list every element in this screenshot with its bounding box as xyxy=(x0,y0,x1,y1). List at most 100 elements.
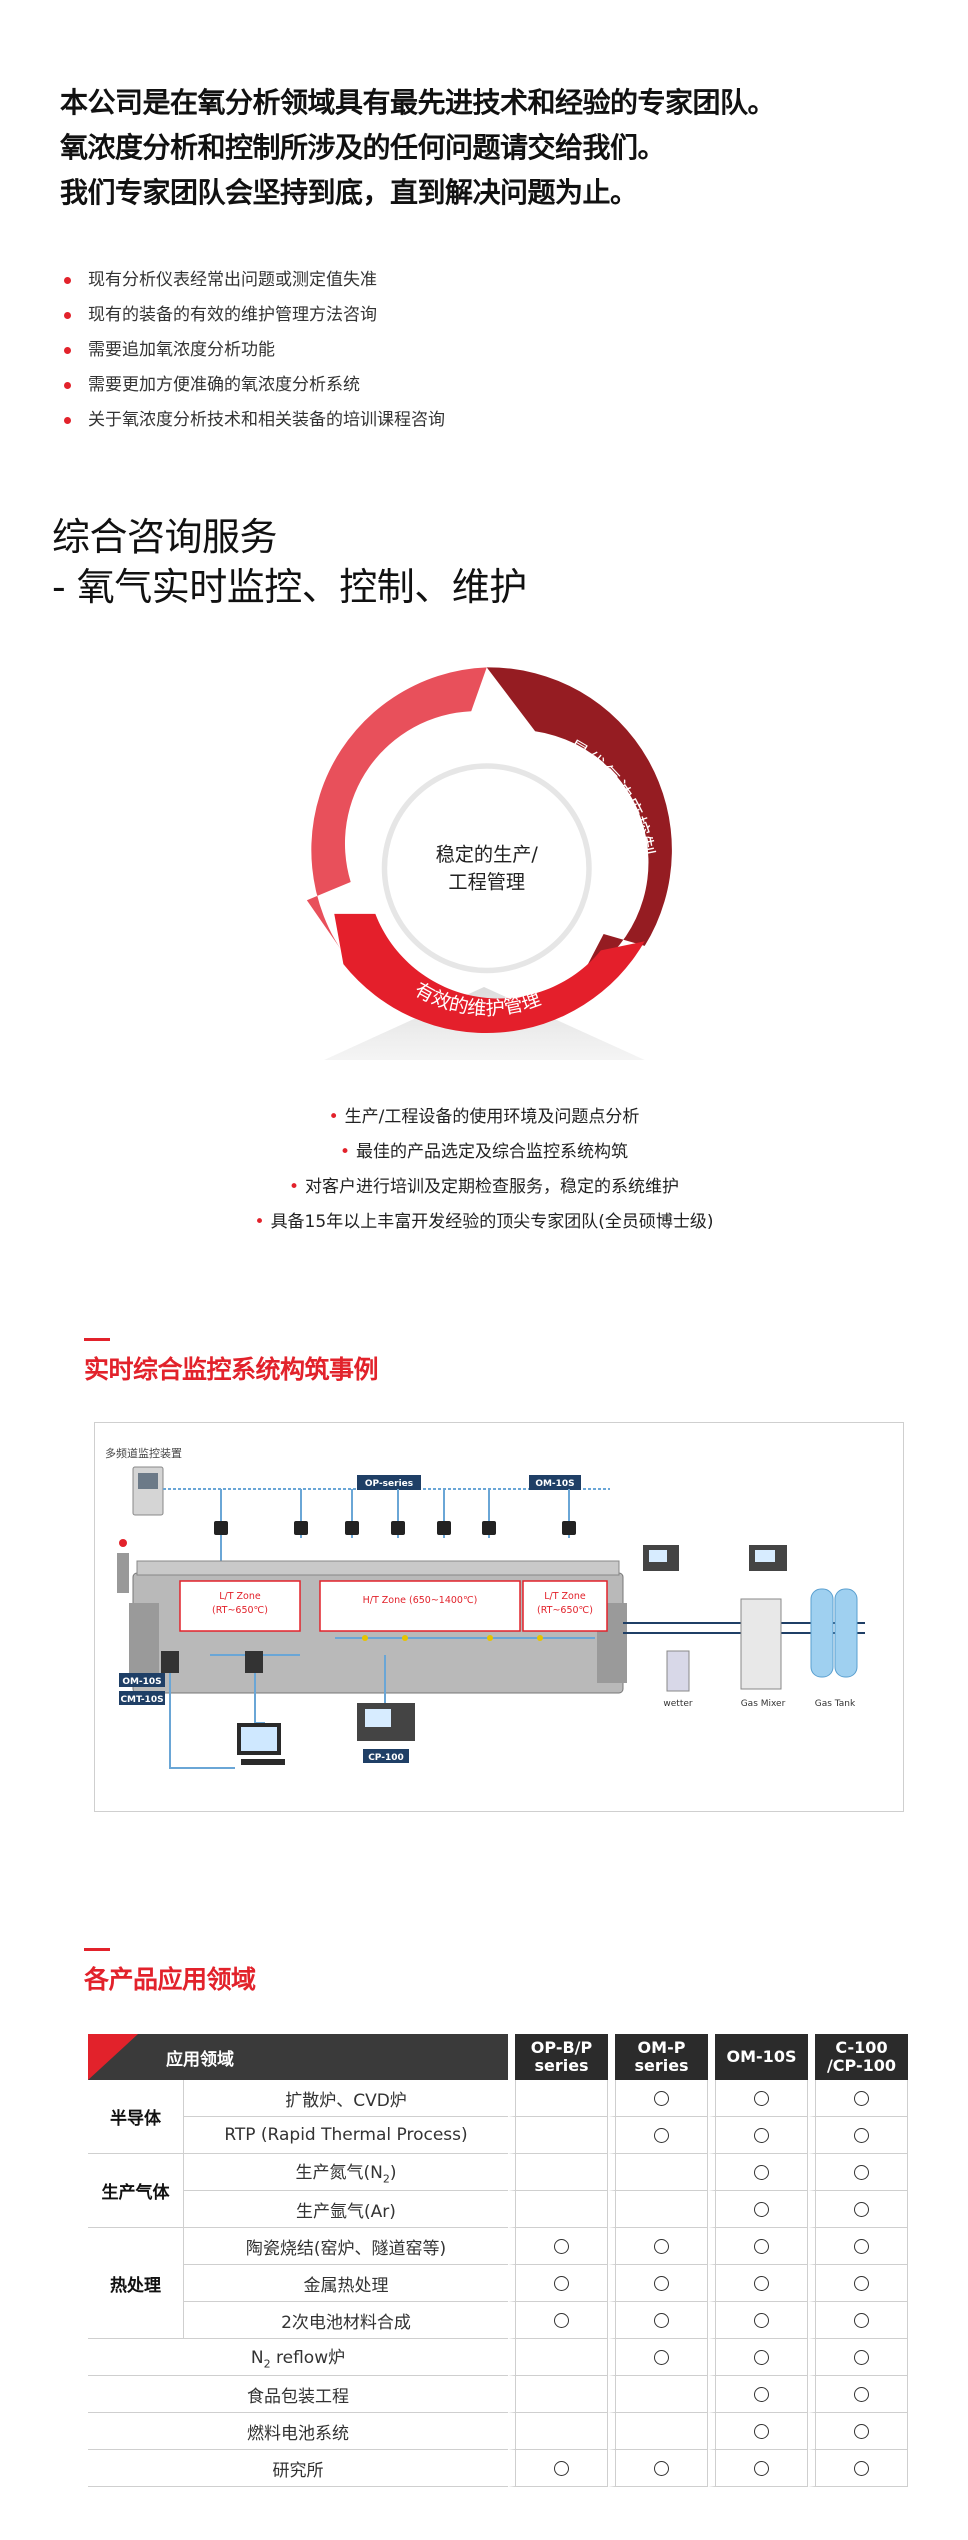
service-title: 综合咨询服务 - 氧气实时监控、控制、维护 xyxy=(52,512,752,612)
applicable-circle-icon xyxy=(854,2201,869,2217)
field-cell: N2 reflow炉 xyxy=(88,2339,508,2376)
svg-text:(RT~650℃): (RT~650℃) xyxy=(537,1605,593,1616)
applicable-circle-icon xyxy=(554,2238,569,2254)
bullet-dot-icon xyxy=(64,312,71,319)
applicable-circle-icon xyxy=(754,2201,769,2217)
mark-cell xyxy=(808,2154,908,2191)
applicable-circle-icon xyxy=(854,2127,869,2143)
mark-cell xyxy=(708,2450,808,2487)
mark-cell xyxy=(808,2265,908,2302)
svg-text:L/T Zone: L/T Zone xyxy=(544,1591,586,1602)
bullet-dot-icon xyxy=(64,417,71,424)
table-row: 金属热处理 xyxy=(88,2265,908,2302)
applicable-circle-icon xyxy=(654,2312,669,2328)
cycle-center-line2: 工程管理 xyxy=(448,870,525,893)
applicable-circle-icon xyxy=(754,2164,769,2180)
header-field: 应用领域 xyxy=(88,2034,508,2080)
section-mark xyxy=(84,1948,110,1951)
mark-cell xyxy=(808,2191,908,2228)
svg-text:(RT~650℃): (RT~650℃) xyxy=(212,1605,268,1616)
bullet-dot-icon xyxy=(64,277,71,284)
mark-cell xyxy=(508,2413,608,2450)
mark-cell xyxy=(808,2413,908,2450)
om10s-side-label: OM-10S xyxy=(122,1677,161,1687)
service-cycle-diagram: 稳定的生产/ 工程管理 实时监控系统 最优氧浓度控制 有效的维护管理 xyxy=(306,667,672,1060)
mark-cell xyxy=(808,2080,908,2117)
mark-cell xyxy=(708,2228,808,2265)
mark-cell xyxy=(508,2191,608,2228)
mark-cell xyxy=(608,2450,708,2487)
mark-cell xyxy=(708,2191,808,2228)
wetter-label: wetter xyxy=(663,1699,692,1709)
system-diagram: 多频道监控装置 OP-series OM-10S xyxy=(94,1422,904,1812)
sensor-icon xyxy=(161,1651,179,1673)
mark-cell xyxy=(808,2302,908,2339)
applicable-circle-icon xyxy=(554,2460,569,2476)
table-row: 生产气体生产氮气(N2) xyxy=(88,2154,908,2228)
applicable-circle-icon xyxy=(654,2275,669,2291)
svg-text:H/T Zone (650~1400℃): H/T Zone (650~1400℃) xyxy=(363,1595,478,1606)
mark-cell xyxy=(708,2154,808,2191)
service-title-line2: - 氧气实时监控、控制、维护 xyxy=(52,565,527,609)
field-cell: RTP (Rapid Thermal Process) xyxy=(183,2117,508,2154)
applicable-circle-icon xyxy=(854,2238,869,2254)
applicable-circle-icon xyxy=(654,2090,669,2106)
gas-tank-icon xyxy=(810,1588,834,1678)
field-cell: 研究所 xyxy=(88,2450,508,2487)
mark-cell xyxy=(508,2080,608,2117)
category-cell: 生产气体 xyxy=(88,2154,183,2228)
applicable-circle-icon xyxy=(654,2127,669,2143)
applicable-circle-icon xyxy=(754,2349,769,2365)
applicable-circle-icon xyxy=(754,2090,769,2106)
cycle-segment-right xyxy=(486,667,672,978)
table-row: 研究所 xyxy=(88,2450,908,2487)
header-product: OM-10S xyxy=(708,2034,808,2080)
applicable-circle-icon xyxy=(754,2275,769,2291)
bullet-dot-icon xyxy=(64,382,71,389)
field-cell: 扩散炉、CVD炉 xyxy=(183,2080,508,2117)
gas-mixer-label: Gas Mixer xyxy=(741,1699,786,1709)
applicable-circle-icon xyxy=(854,2312,869,2328)
field-cell: 生产氩气(Ar) xyxy=(183,2191,508,2228)
table-row: RTP (Rapid Thermal Process) xyxy=(88,2117,908,2154)
mark-cell xyxy=(708,2080,808,2117)
om10s-top-label: OM-10S xyxy=(535,1479,574,1489)
list-item: 关于氧浓度分析技术和相关装备的培训课程咨询 xyxy=(62,403,922,438)
mark-cell xyxy=(608,2080,708,2117)
header-product: C-100/CP-100 xyxy=(808,2034,908,2080)
field-cell: 2次电池材料合成 xyxy=(183,2302,508,2339)
applicable-circle-icon xyxy=(854,2423,869,2439)
service-title-line1: 综合咨询服务 xyxy=(52,515,278,559)
mark-cell xyxy=(508,2339,608,2376)
field-cell: 食品包装工程 xyxy=(88,2376,508,2413)
category-cell: 半导体 xyxy=(88,2080,183,2154)
applicable-circle-icon xyxy=(754,2238,769,2254)
mark-cell xyxy=(508,2450,608,2487)
mark-cell xyxy=(808,2376,908,2413)
service-points: •生产/工程设备的使用环境及问题点分析 •最佳的产品选定及综合监控系统构筑 •对… xyxy=(0,1100,968,1240)
applicable-circle-icon xyxy=(854,2460,869,2476)
list-item: 现有的装备的有效的维护管理方法咨询 xyxy=(62,298,922,333)
mark-cell xyxy=(508,2376,608,2413)
applicable-circle-icon xyxy=(854,2349,869,2365)
applicable-circle-icon xyxy=(754,2127,769,2143)
field-cell: 陶瓷烧结(窑炉、隧道窑等) xyxy=(183,2228,508,2265)
gas-tank-label: Gas Tank xyxy=(815,1699,856,1709)
list-item: •生产/工程设备的使用环境及问题点分析 xyxy=(328,1107,640,1127)
field-cell: 燃料电池系统 xyxy=(88,2413,508,2450)
monitor-label: 多频道监控装置 xyxy=(105,1446,182,1460)
mark-cell xyxy=(808,2339,908,2376)
applicable-circle-icon xyxy=(654,2238,669,2254)
table-row: N2 reflow炉 xyxy=(88,2339,908,2376)
intro-line: 本公司是在氧分析领域具有最先进技术和经验的专家团队。 xyxy=(60,86,776,119)
applicable-circle-icon xyxy=(554,2275,569,2291)
mark-cell xyxy=(508,2154,608,2191)
mark-cell xyxy=(708,2376,808,2413)
mark-cell xyxy=(508,2117,608,2154)
list-item: •具备15年以上丰富开发经验的顶尖专家团队(全员硕博士级) xyxy=(254,1212,714,1232)
applicable-circle-icon xyxy=(554,2312,569,2328)
svg-text:L/T Zone: L/T Zone xyxy=(219,1591,261,1602)
table-row: 燃料电池系统 xyxy=(88,2413,908,2450)
cycle-center-line1: 稳定的生产/ xyxy=(436,843,539,866)
applicable-circle-icon xyxy=(854,2386,869,2402)
